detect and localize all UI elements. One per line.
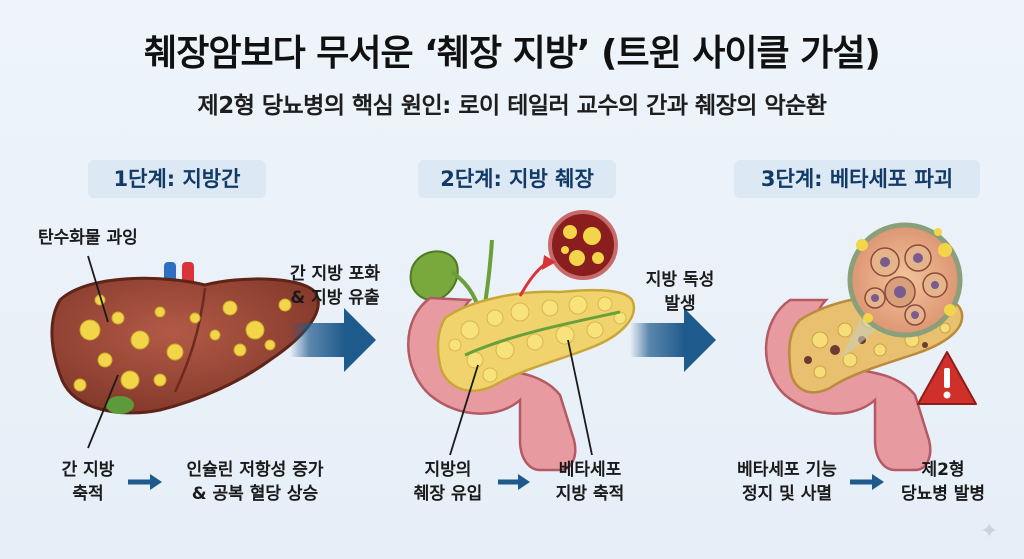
stage-1-callout: 탄수화물 과잉 [38, 228, 138, 248]
result-arrow-1 [128, 474, 162, 490]
stage-3-bottom-left: 베타세포 기능 정지 및 사멸 [722, 458, 852, 506]
stage-1-bottom-right-line-2: & 공복 혈당 상승 [191, 484, 319, 504]
stage-2-badge: 2단계: 지방 췌장 [418, 160, 616, 198]
warning-icon [917, 351, 977, 405]
stage-3-bottom-left-line-1: 베타세포 기능 [737, 460, 837, 480]
transition-1-line-2: & 지방 유출 [290, 288, 380, 308]
stage-2-bottom-right: 베타세포 지방 축적 [535, 458, 645, 506]
stage-1-bottom-right: 인슐린 저항성 증가 & 공복 혈당 상승 [165, 458, 345, 506]
stage-2-bottom-right-line-1: 베타세포 [558, 460, 622, 480]
page-title: 췌장암보다 무서운 ‘췌장 지방’ (트윈 사이클 가설) [144, 33, 881, 74]
transition-2-line-1: 지방 독성 [645, 270, 715, 290]
stage-1-bottom-right-line-1: 인슐린 저항성 증가 [186, 460, 324, 480]
result-arrow-2 [498, 474, 530, 490]
transition-arrow-1 [290, 308, 376, 372]
pancreas-illustration [407, 210, 635, 472]
transition-2-line-2: 발생 [664, 294, 696, 314]
stage-2-bottom-left-line-2: 췌장 유입 [413, 484, 483, 504]
damaged-pancreas-illustration [764, 222, 977, 472]
liver-illustration [50, 255, 320, 449]
transition-1-line-1: 간 지방 포화 [289, 264, 381, 284]
stage-3-bottom-left-line-2: 정지 및 사멸 [741, 484, 833, 504]
page-subtitle: 제2형 당뇨병의 핵심 원인: 로이 테일러 교수의 간과 췌장의 악순환 [197, 93, 827, 119]
transition-1-label: 간 지방 포화 & 지방 유출 [270, 262, 400, 310]
stage-3-badge: 3단계: 베타세포 파괴 [734, 160, 980, 198]
stage-2-bottom-left: 지방의 췌장 유입 [400, 458, 496, 506]
result-arrow-3 [850, 474, 884, 490]
stage-1-bottom-left-line-1: 간 지방 [61, 460, 115, 480]
stage-3-bottom-right-line-2: 당뇨병 발병 [900, 484, 986, 504]
stage-1-bottom-left: 간 지방 축적 [40, 458, 136, 506]
transition-2-label: 지방 독성 발생 [630, 268, 730, 316]
sparkle-icon: ✦ [980, 519, 999, 544]
stage-2-bottom-right-line-2: 지방 축적 [555, 484, 625, 504]
stage-3-bottom-right: 제2형 당뇨병 발병 [888, 458, 998, 506]
stage-1-badge: 1단계: 지방간 [88, 160, 266, 198]
transition-arrow-2 [630, 308, 716, 372]
stage-1-bottom-left-line-2: 축적 [72, 484, 104, 504]
stage-2-bottom-left-line-1: 지방의 [424, 460, 472, 480]
stage-3-bottom-right-line-1: 제2형 [921, 460, 965, 480]
